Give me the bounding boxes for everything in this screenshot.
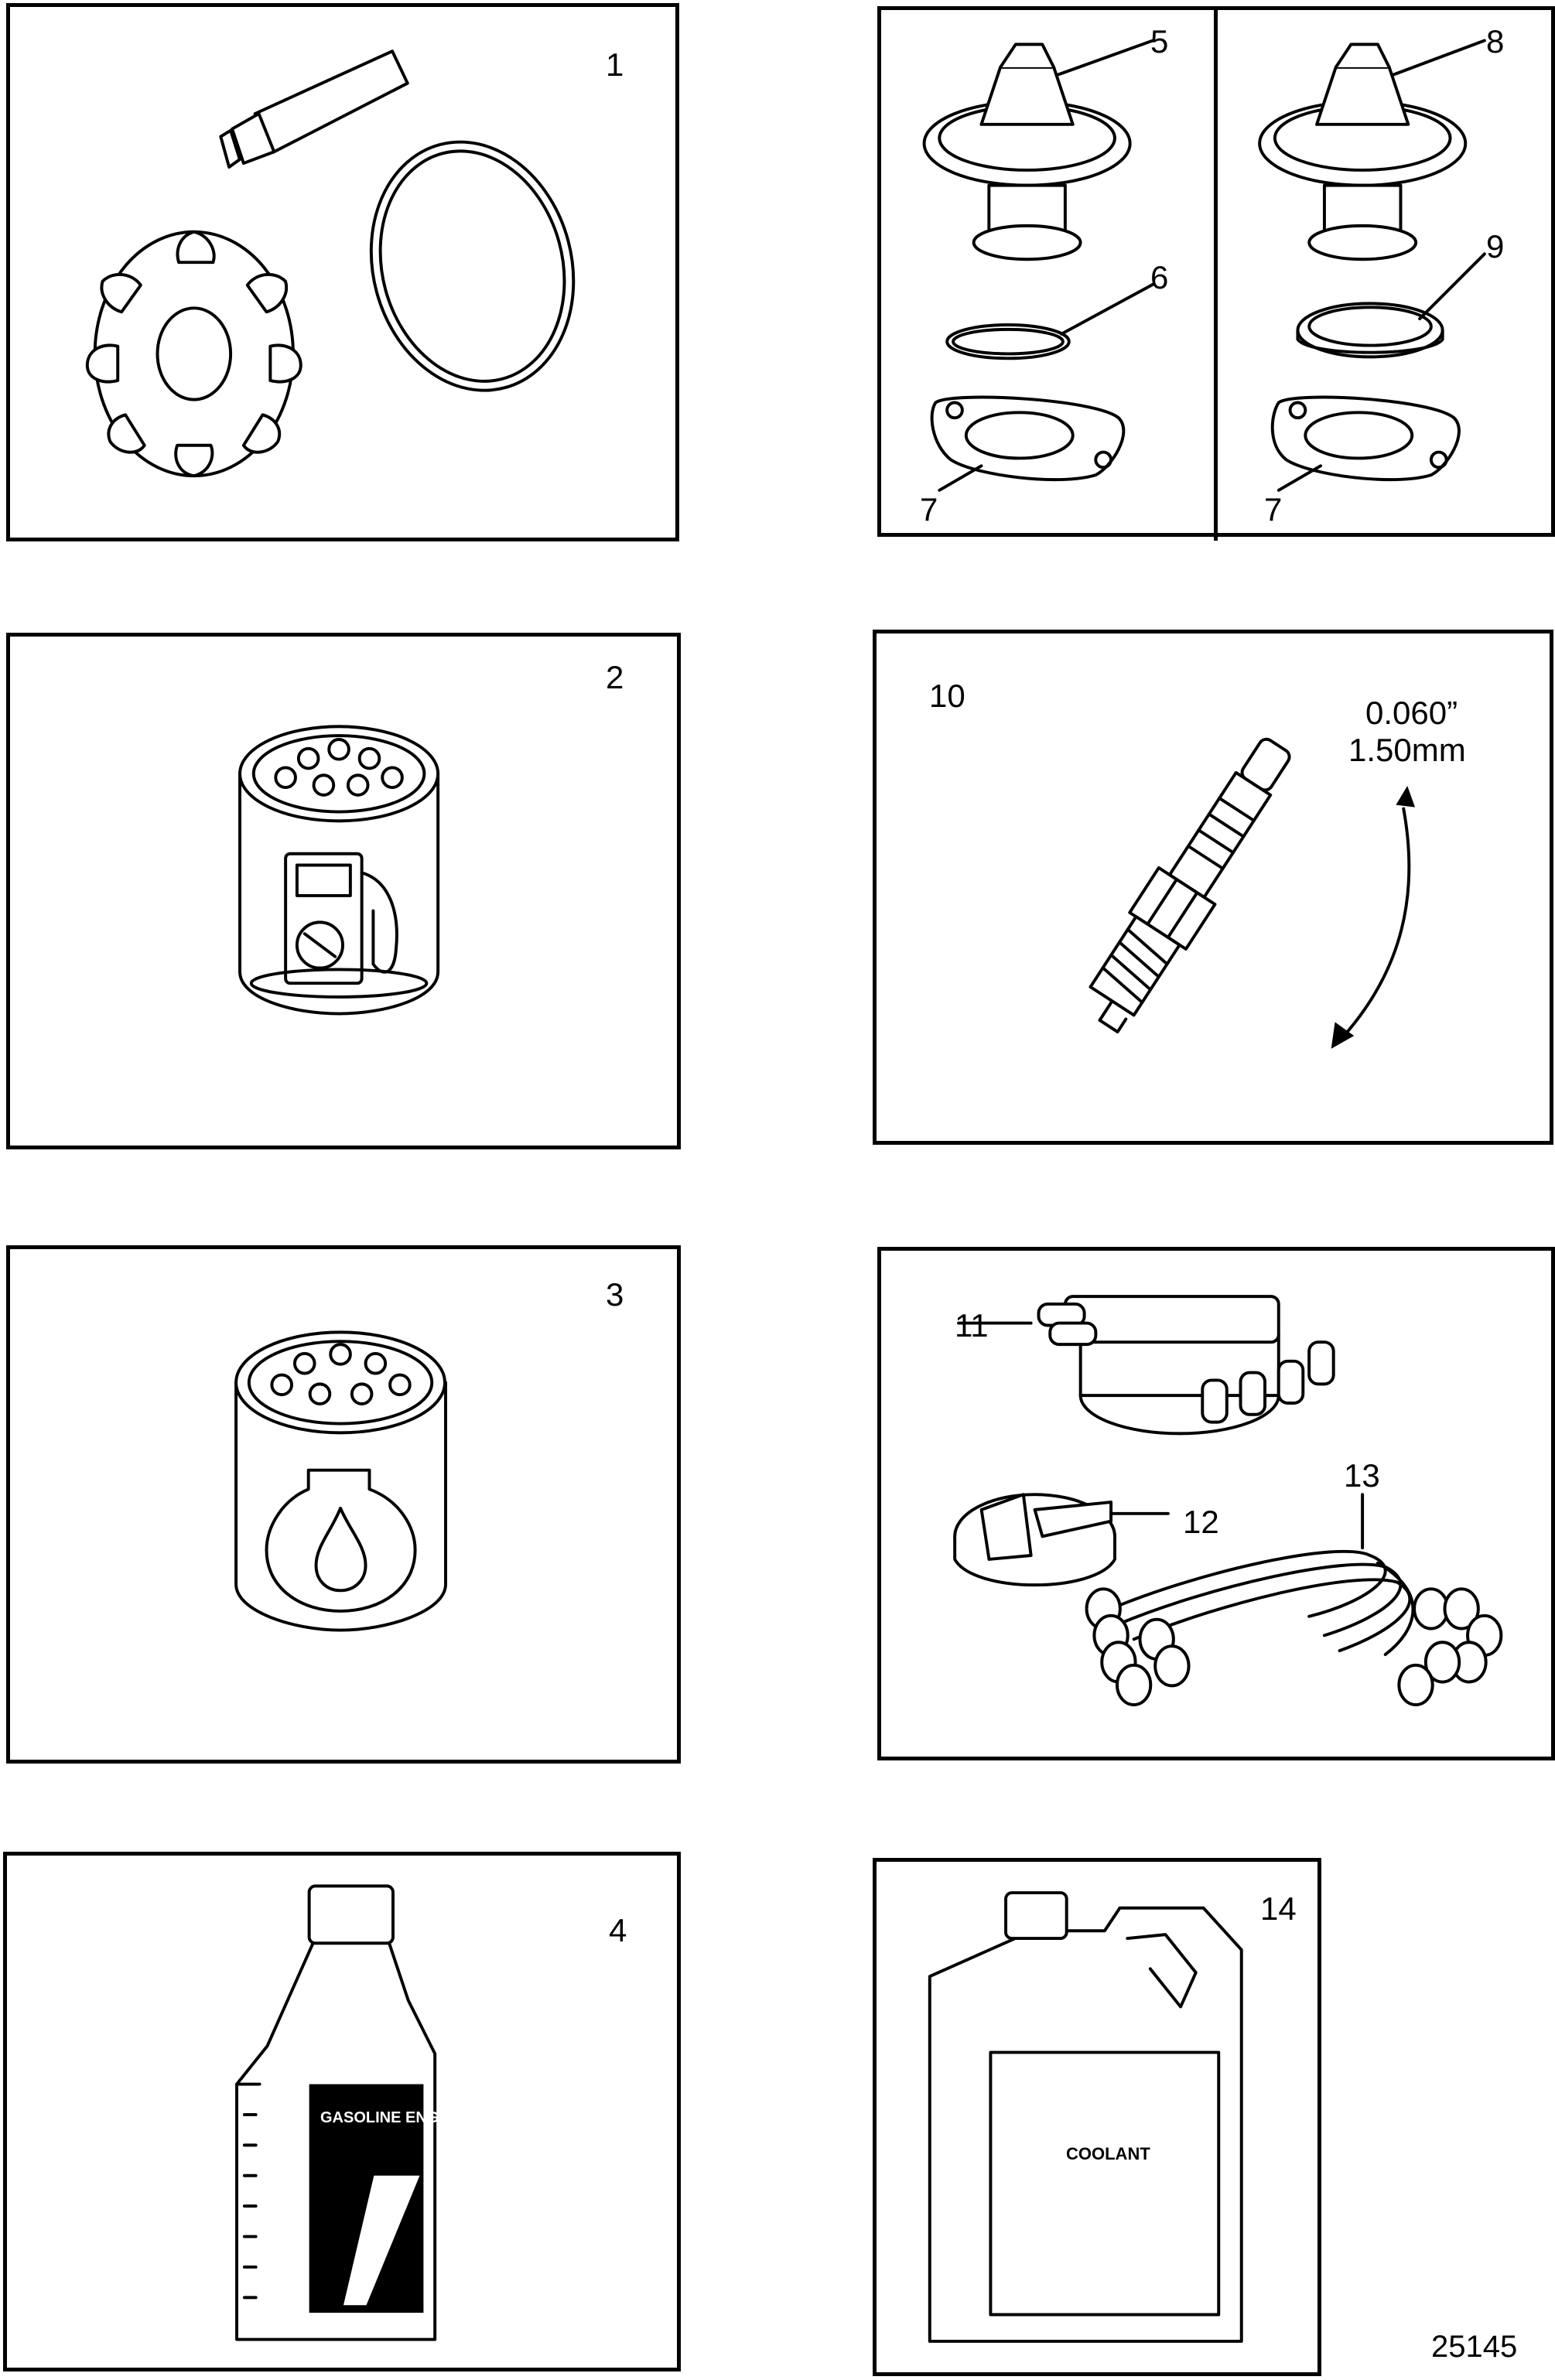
- grease-tube-icon: [219, 50, 409, 169]
- thermostat-left-icon: [922, 43, 1132, 261]
- panel-coolant: COOLANT 14: [873, 1858, 1321, 2376]
- callout-6: 6: [1150, 259, 1169, 295]
- impeller-kit-drawing: [85, 50, 576, 478]
- o-ring-6-icon: [945, 323, 1071, 360]
- callout-9: 9: [1486, 228, 1505, 265]
- panel-oil-filter: 3: [6, 1245, 681, 1764]
- fuel-filter-icon: [238, 725, 440, 1016]
- panel-ignition: 11 12 13: [877, 1247, 1555, 1760]
- engine-oil-drawing: [235, 1884, 437, 2341]
- coolant-jug-icon: [928, 1891, 1243, 2343]
- fuel-filter-drawing: [238, 725, 440, 1016]
- callout-13: 13: [1344, 1457, 1380, 1494]
- coolant-drawing: [928, 1891, 1243, 2343]
- thermostat-divider: [1214, 10, 1218, 541]
- gap-arrow-icon: [1341, 807, 1411, 1040]
- coolant-label-panel: [989, 2050, 1221, 2317]
- spark-plug-wires-icon: [1085, 1549, 1503, 1706]
- impeller-icon: [85, 230, 302, 478]
- gasket-7-left-icon: [930, 395, 1126, 482]
- callout-14: 14: [1260, 1890, 1297, 1927]
- oil-bottle-icon: [235, 1884, 437, 2341]
- panel-spark-plug: 10 0.060” 1.50mm: [873, 630, 1553, 1145]
- o-ring-icon: [369, 140, 576, 392]
- panel-fuel-filter: 2: [6, 633, 681, 1149]
- oil-filter-icon: [234, 1330, 447, 1632]
- oil-filter-drawing: [234, 1330, 447, 1632]
- callout-2: 2: [606, 659, 624, 695]
- callout-4: 4: [609, 1912, 627, 1948]
- fuel-pump-icon: [284, 852, 398, 985]
- callout-12: 12: [1183, 1504, 1219, 1540]
- thermostat-right-icon: [1258, 43, 1468, 261]
- spark-plug-drawing: [1088, 737, 1416, 1049]
- callout-3: 3: [606, 1276, 624, 1313]
- callout-5: 5: [1150, 23, 1169, 60]
- ignition-drawing: [953, 1295, 1503, 1706]
- callout-1: 1: [606, 46, 624, 83]
- callout-8: 8: [1486, 23, 1505, 60]
- panel-thermostats: 5 6 7 8 9 7: [877, 6, 1555, 541]
- callout-7-left: 7: [920, 491, 938, 528]
- measure-scale-icon: [242, 2112, 258, 2300]
- oil-drop-icon: [265, 1468, 417, 1613]
- callout-10: 10: [929, 678, 965, 714]
- panel-impeller-kit: 1: [6, 3, 679, 541]
- rotor-icon: [953, 1493, 1116, 1586]
- gap-inch-label: 0.060”: [1365, 695, 1458, 731]
- callout-7-right: 7: [1264, 491, 1283, 528]
- seal-9-icon: [1296, 302, 1444, 359]
- reference-number: 25145: [1431, 2330, 1518, 2364]
- distributor-cap-icon: [1037, 1295, 1335, 1436]
- spark-plug-icon: [1088, 737, 1291, 1034]
- thermostats-drawing: [922, 39, 1486, 492]
- gasket-7-right-icon: [1270, 395, 1461, 482]
- gap-mm-label: 1.50mm: [1348, 732, 1466, 768]
- callout-11: 11: [955, 1307, 989, 1344]
- panel-engine-oil: GASOLINE ENGINE OIL 4: [3, 1852, 681, 2371]
